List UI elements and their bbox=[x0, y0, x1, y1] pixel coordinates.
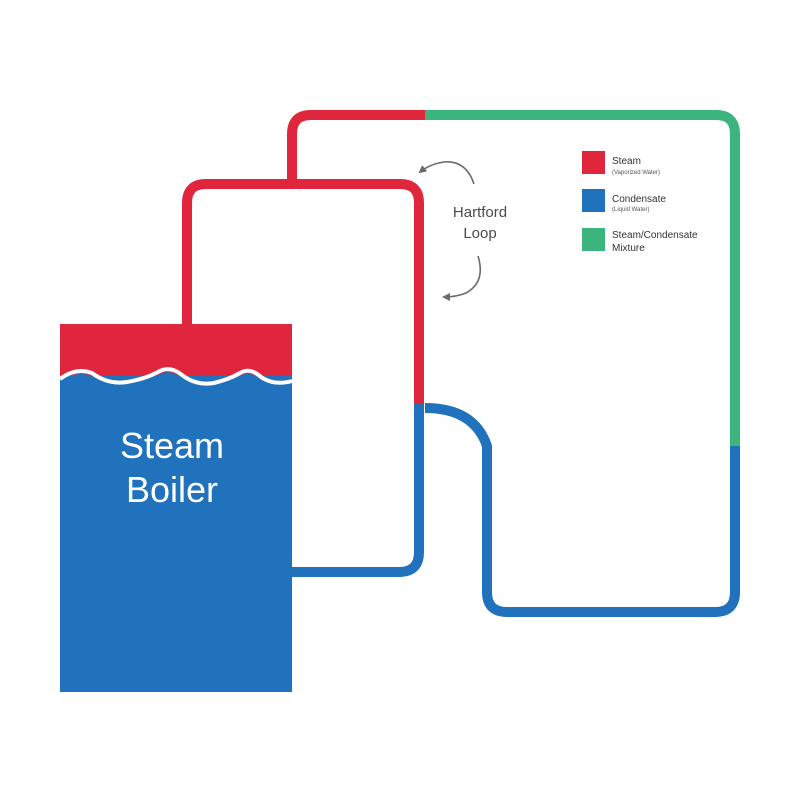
legend-swatch-condensate bbox=[582, 189, 605, 212]
steam-boiler: Steam Boiler bbox=[58, 324, 293, 692]
legend-steam-title: Steam bbox=[612, 156, 641, 167]
inner-condensate-pipe bbox=[290, 404, 424, 577]
boiler-wave-highlight bbox=[58, 367, 293, 386]
legend-swatch-steam bbox=[582, 151, 605, 174]
legend-mixture-title: Steam/Condensate bbox=[612, 230, 698, 241]
boiler-water-surface bbox=[60, 372, 292, 400]
legend-mixture-subtitle: Mixture bbox=[612, 243, 645, 254]
legend-item-mixture: Steam/Condensate Mixture bbox=[582, 228, 698, 254]
legend-steam-subtitle: (Vaporized Water) bbox=[612, 170, 660, 176]
lower-curved-arrow bbox=[442, 255, 482, 301]
boiler-water-body bbox=[60, 376, 292, 692]
legend-swatch-mixture bbox=[582, 228, 605, 251]
hartford-loop-label-line1: Hartford bbox=[453, 204, 507, 221]
inner-steam-pipe bbox=[182, 179, 424, 404]
hartford-loop-label-line2: Loop bbox=[463, 225, 496, 242]
mixture-return-pipe bbox=[425, 110, 740, 446]
outer-steam-pipe bbox=[287, 110, 425, 182]
legend-condensate-subtitle: (Liquid Water) bbox=[612, 207, 649, 213]
legend: Steam (Vaporized Water) Condensate (Liqu… bbox=[582, 151, 698, 254]
legend-item-condensate: Condensate (Liquid Water) bbox=[582, 189, 666, 213]
upper-curved-arrow bbox=[418, 161, 475, 185]
legend-item-steam: Steam (Vaporized Water) bbox=[582, 151, 660, 176]
legend-condensate-title: Condensate bbox=[612, 194, 666, 205]
boiler-label-line2: Boiler bbox=[126, 469, 218, 510]
hartford-loop-annotation: Hartford Loop bbox=[418, 161, 507, 301]
boiler-label-line1: Steam bbox=[120, 425, 224, 466]
outer-condensate-pipe bbox=[424, 403, 740, 617]
